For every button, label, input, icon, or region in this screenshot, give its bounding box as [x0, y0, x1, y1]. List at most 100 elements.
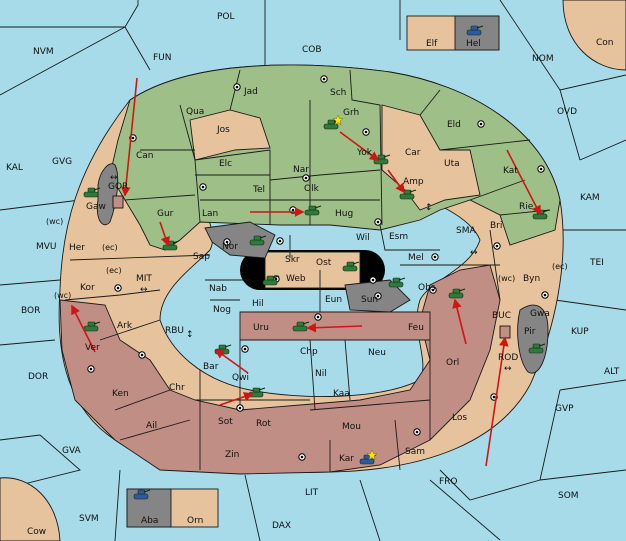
- supply-center-dot: [479, 122, 483, 126]
- coast-label-1: (wc): [46, 217, 63, 226]
- order-arrow: [387, 169, 405, 194]
- prov-label-qua: Qua: [186, 107, 204, 117]
- supply-center-dot: [278, 239, 282, 243]
- canal-arrow-rod: ↔: [504, 364, 512, 374]
- order-arrow: [339, 131, 380, 161]
- sea-label-tei: TEI: [589, 258, 604, 268]
- canal-arrow-mit: ↔: [140, 285, 148, 295]
- prov-label-los: Los: [452, 413, 467, 423]
- unit-army-icon[interactable]: [388, 277, 406, 288]
- sea-label-kup: KUP: [571, 327, 589, 337]
- prov-label-zin: Zin: [225, 450, 239, 460]
- unit-army-icon[interactable]: [133, 489, 151, 500]
- supply-center-dot: [492, 395, 496, 399]
- supply-center-dot: [495, 244, 499, 248]
- order-arrow: [121, 77, 138, 197]
- unit-army-icon[interactable]: [399, 189, 417, 200]
- prov-label-elf: Elf: [426, 39, 438, 49]
- supply-center-dot: [376, 294, 380, 298]
- red-region: [59, 264, 501, 475]
- prov-label-hil: Hil: [252, 299, 264, 309]
- prov-label-rie: Rie: [519, 202, 534, 212]
- red-province-labels: Ver Obs Uru Feu Gwa Pir Chp Bar Qwi Neu …: [85, 283, 550, 464]
- unit-army-icon[interactable]: [83, 187, 101, 198]
- unit-army-icon[interactable]: [466, 25, 484, 36]
- supply-center-dot: [539, 167, 543, 171]
- canal-arrow-esm: ↕: [425, 203, 433, 213]
- prov-label-orl: Orl: [446, 358, 459, 368]
- sea-label-mit: MIT: [136, 274, 152, 284]
- prov-label-esm: Esm: [389, 232, 408, 242]
- supply-center-dot: [225, 240, 229, 244]
- unit-army-icon[interactable]: [249, 235, 267, 246]
- coast-label-2: (ec): [102, 243, 118, 252]
- supply-center-dot: [316, 315, 320, 319]
- prov-label-nar: Nar: [293, 165, 309, 175]
- prov-label-nor: Nor: [222, 242, 238, 252]
- prov-label-jos: Jos: [216, 125, 230, 135]
- sea-label-ovd: OVD: [557, 107, 577, 117]
- prov-label-byn: Byn: [523, 274, 540, 284]
- sea-label-lit: LIT: [305, 488, 319, 498]
- impassable-nor: [204, 221, 276, 259]
- order-arrow: [71, 304, 96, 353]
- prov-label-gwa: Gwa: [530, 309, 550, 319]
- coast-labels: (wc) (ec) (wc) (ec) (wc) (ec): [46, 217, 568, 300]
- unit-army-icon[interactable]: [292, 321, 310, 332]
- sea-label-kam: KAM: [580, 193, 600, 203]
- supply-center-dot: [376, 220, 380, 224]
- prov-label-feu: Feu: [408, 323, 424, 333]
- unit-army-icon[interactable]: [359, 454, 377, 465]
- prov-label-ail: Ail: [146, 421, 157, 431]
- hel-box: [454, 15, 500, 51]
- unit-army-icon[interactable]: [83, 321, 101, 332]
- sea-label-nom: NOM: [532, 54, 554, 64]
- prov-label-sap: Sap: [193, 252, 210, 262]
- prov-label-mou: Mou: [342, 422, 361, 432]
- order-arrow: [159, 221, 170, 247]
- supply-center-dot: [238, 406, 242, 410]
- prov-label-sam: Sam: [405, 447, 425, 457]
- prov-label-uru: Uru: [253, 323, 269, 333]
- green-province-labels: Jad Sch Qua Grh Eld Can Jos Yok Car Elc …: [86, 87, 534, 231]
- prov-label-olk: Olk: [304, 184, 320, 194]
- sea-label-gva: GVA: [62, 446, 82, 456]
- prov-label-hug: Hug: [335, 209, 353, 219]
- order-arrow: [506, 149, 541, 216]
- coast-label-5: (wc): [498, 274, 515, 283]
- prov-label-grh: Grh: [343, 108, 359, 118]
- unit-army-icon[interactable]: [528, 343, 546, 354]
- unit-army-icon[interactable]: [448, 288, 466, 299]
- unit-army-icon[interactable]: [323, 119, 341, 130]
- prov-label-web: Web: [286, 274, 306, 284]
- unit-army-icon[interactable]: [304, 205, 322, 216]
- supply-center-dot: [274, 277, 278, 281]
- prov-label-eun: Eun: [325, 295, 342, 305]
- sea-label-pol: POL: [217, 12, 235, 22]
- prov-label-rot: Rot: [256, 419, 271, 429]
- supply-center-dot: [433, 255, 437, 259]
- order-arrow: [214, 349, 249, 374]
- impassable-pir: [517, 304, 549, 374]
- prov-label-kar: Kar: [339, 454, 354, 464]
- prov-label-jad: Jad: [243, 87, 258, 97]
- sea-label-fun: FUN: [153, 53, 172, 63]
- supply-center-dot: [201, 185, 205, 189]
- province-borders: [64, 69, 551, 472]
- prov-label-con: Con: [596, 38, 614, 48]
- neutral-province-labels: Elf Con Wil Esm Nor Her Skr Ost Mel Kor …: [27, 38, 614, 537]
- unit-army-icon[interactable]: [262, 275, 280, 286]
- prov-label-elc: Elc: [219, 159, 232, 169]
- unit-army-icon[interactable]: [342, 261, 360, 272]
- coast-label-6: (ec): [552, 262, 568, 271]
- sea-label-sma: SMA: [456, 226, 476, 236]
- supply-center-dot: [415, 430, 419, 434]
- order-arrow: [485, 336, 509, 467]
- prov-label-gaw: Gaw: [86, 202, 106, 212]
- coast-label-4: (ec): [106, 266, 122, 275]
- prov-label-tel: Tel: [252, 185, 265, 195]
- prov-label-qwi: Qwi: [232, 373, 249, 383]
- neutral-band-east: [381, 104, 481, 211]
- prov-label-kor: Kor: [80, 283, 95, 293]
